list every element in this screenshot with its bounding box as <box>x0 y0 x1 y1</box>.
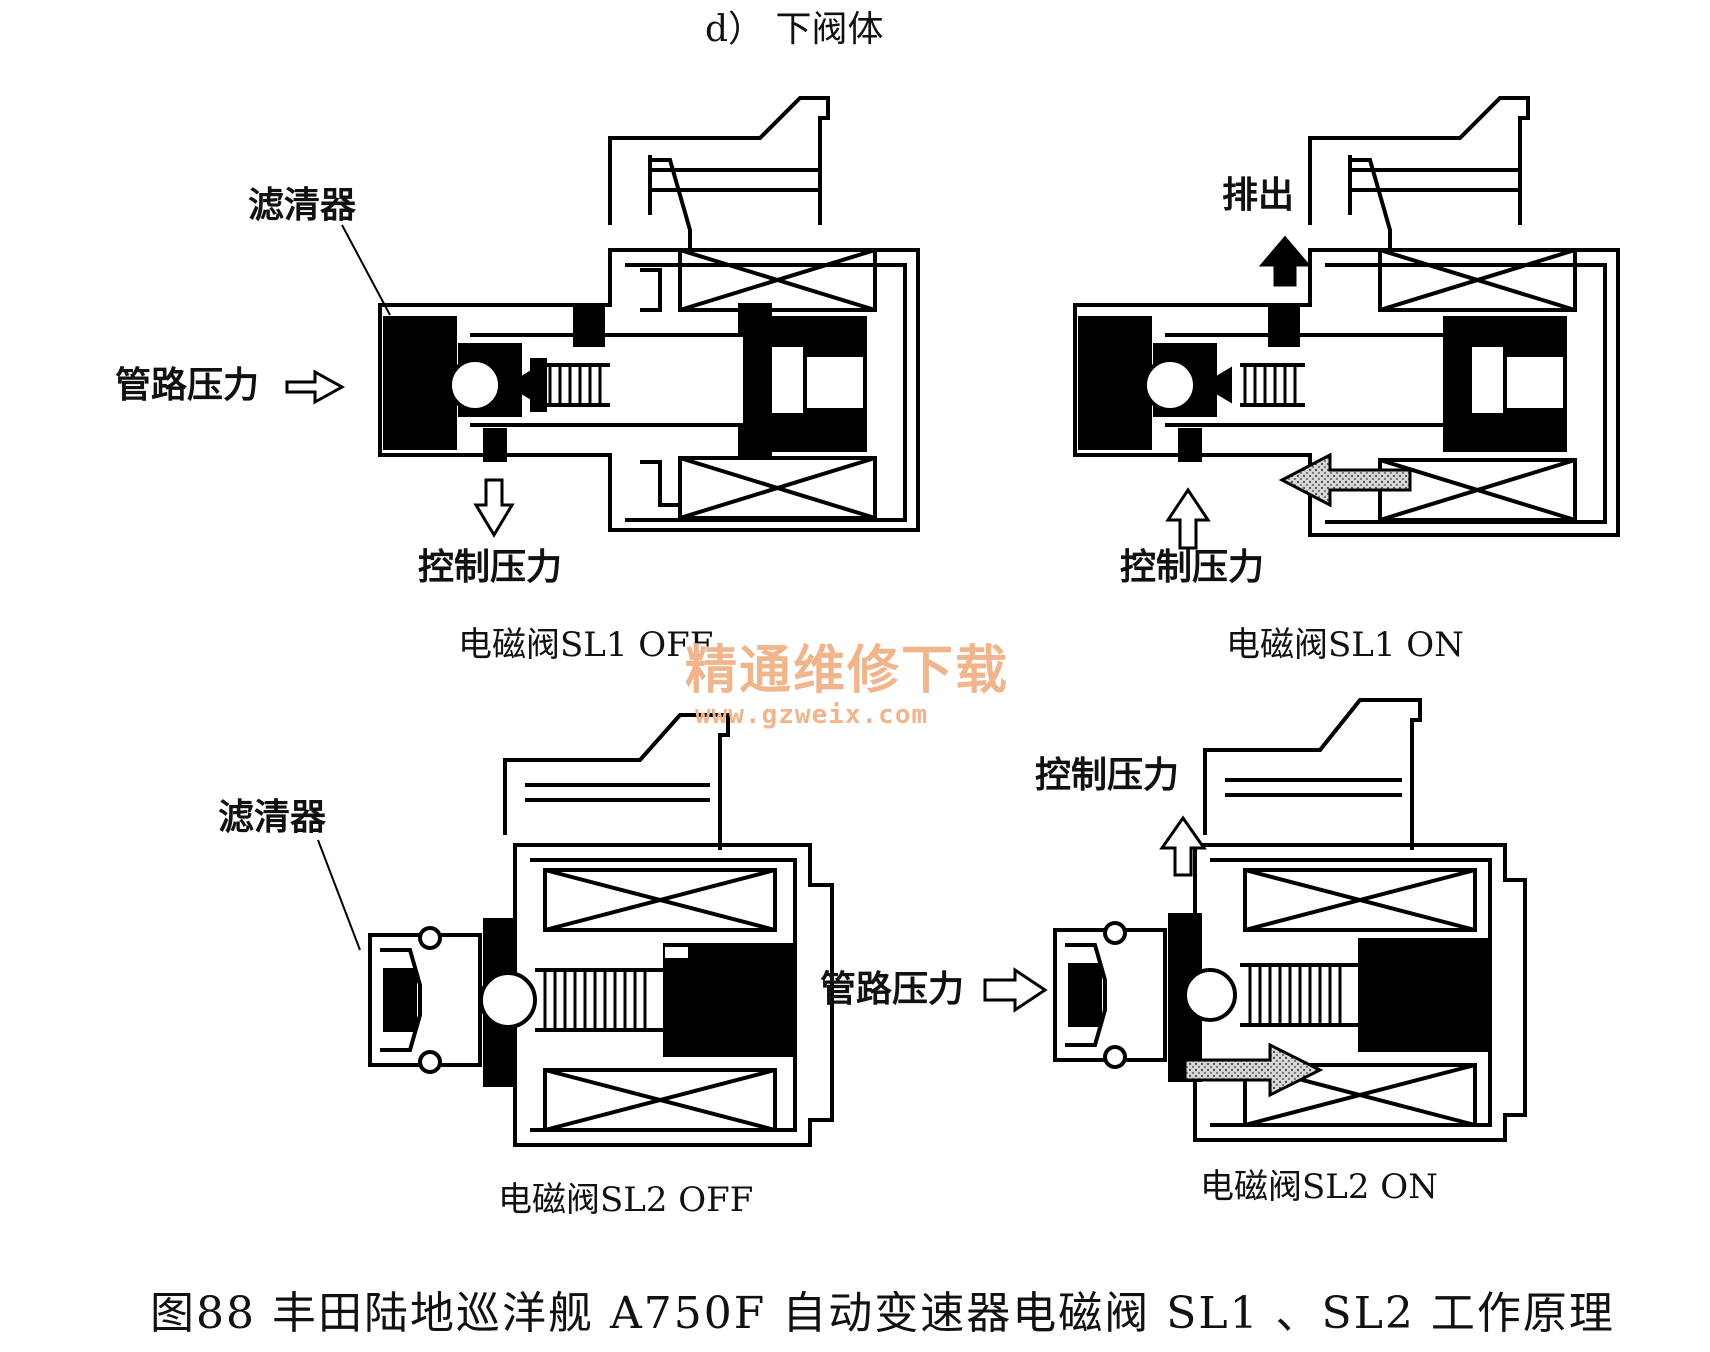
sl2-off-annotations <box>317 839 361 951</box>
sl2-on-caption: 电磁阀SL2 ON <box>1200 1167 1438 1207</box>
sl1-off-diagram <box>378 96 920 532</box>
sl2-off-caption: 电磁阀SL2 OFF <box>498 1180 754 1220</box>
control-pressure-label: 控制压力 <box>418 547 563 588</box>
control-pressure-label: 控制压力 <box>1120 547 1265 588</box>
filter-label: 滤清器 <box>248 185 357 226</box>
flow-arrow <box>1278 452 1412 508</box>
line-pressure-label: 管路压力 <box>115 365 260 406</box>
figure-caption: 图88 丰田陆地巡洋舰 A750F 自动变速器电磁阀 SL1 、SL2 工作原理 <box>150 1288 1615 1339</box>
sl2-on-diagram <box>1053 698 1527 1142</box>
flow-arrow <box>1183 1042 1324 1098</box>
control-pressure-arrow <box>473 478 515 538</box>
sl2-on-annotations <box>983 815 1324 1098</box>
line-pressure-arrow <box>285 369 346 405</box>
line-pressure-arrow <box>983 967 1048 1013</box>
sl1-on-diagram <box>1073 96 1620 537</box>
sl1-off-caption: 电磁阀SL1 OFF <box>458 625 714 665</box>
filter-label: 滤清器 <box>218 797 327 838</box>
drain-label: 排出 <box>1222 175 1295 216</box>
sl1-on-caption: 电磁阀SL1 ON <box>1226 625 1464 665</box>
control-pressure-arrow-up <box>1165 487 1211 550</box>
line-pressure-label: 管路压力 <box>820 969 965 1010</box>
control-pressure-label: 控制压力 <box>1035 755 1180 796</box>
watermark-url: www.gzweix.com <box>695 700 929 730</box>
sl1-off-annotations <box>285 224 515 538</box>
section-header: d） 下阀体 <box>705 9 884 50</box>
watermark-text: 精通维修下载 <box>685 641 1010 701</box>
control-pressure-arrow-up <box>1159 815 1207 877</box>
drain-arrow <box>1258 235 1312 287</box>
sl1-on-annotations <box>1165 235 1412 550</box>
sl2-off-diagram <box>368 713 834 1147</box>
